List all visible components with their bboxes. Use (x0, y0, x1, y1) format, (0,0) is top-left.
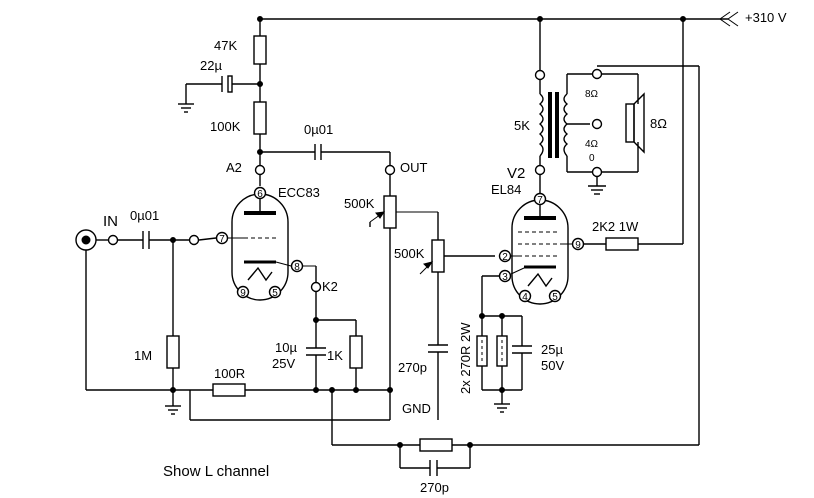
cathode-network: K2 10µ 25V 1K (272, 279, 363, 390)
el84-pin-9: 9 (575, 240, 581, 251)
input-label: IN (103, 213, 118, 230)
tap-4-label: 4Ω (585, 139, 599, 150)
ecc83-label: ECC83 (278, 185, 320, 200)
el84-pin-7: 7 (537, 195, 543, 206)
c-coupling-label: 0µ01 (304, 122, 333, 137)
r-270r-label: 2x 270R 2W (458, 322, 473, 394)
ecc83-pin-5: 5 (272, 288, 278, 299)
r-2k2-label: 2K2 1W (592, 219, 639, 234)
r-100r-label: 100R (214, 366, 245, 381)
c-22u-label: 22µ (200, 58, 222, 73)
speaker-icon: 8Ω (625, 92, 667, 154)
c-input-label: 0µ01 (130, 208, 159, 223)
gnd-label: GND (402, 401, 431, 416)
c-10u-voltage-label: 25V (272, 356, 295, 371)
el84-pin-2: 2 (502, 252, 508, 263)
out-label: OUT (400, 160, 428, 175)
supply-voltage-label: +310 V (745, 10, 787, 25)
el84-pin-5: 5 (552, 292, 558, 303)
r-100k-label: 100K (210, 119, 241, 134)
anode-load: 47K 100K A2 22µ (178, 19, 267, 186)
c-270p-label: 270p (398, 360, 427, 375)
r-1m-label: 1M (134, 348, 152, 363)
el84-cathode-network: 2x 270R 2W 25µ 50V (458, 313, 564, 413)
ecc83-tube: 6 ECC83 7 8 9 5 (215, 185, 320, 301)
input-stage: IN 0µ01 1M (75, 208, 217, 390)
coupling-cap: 0µ01 OUT (257, 122, 428, 196)
speaker-impedance-label: 8Ω (650, 116, 667, 131)
node-k2-label: K2 (322, 279, 338, 294)
tap-0-label: 0 (589, 153, 595, 164)
c-25u-voltage-label: 50V (541, 358, 564, 373)
caption: Show L channel (163, 463, 269, 480)
el84-pin-4: 4 (522, 292, 528, 303)
c-25u-label: 25µ (541, 342, 563, 357)
ground-bus: 100R GND (86, 366, 431, 446)
supply-rail: +310 V (257, 10, 787, 27)
pot-500k-a-label: 500K (344, 196, 375, 211)
ecc83-pin-7: 7 (219, 234, 225, 245)
ecc83-pin-8: 8 (294, 262, 300, 273)
el84-pin-3: 3 (502, 272, 508, 283)
feedback-network: 270p (397, 438, 699, 495)
v2-label: V2 (507, 165, 525, 182)
node-a2-label: A2 (226, 160, 242, 175)
tap-8-label: 8Ω (585, 89, 599, 100)
c-feedback-label: 270p (420, 480, 449, 495)
r-47k-label: 47K (214, 38, 237, 53)
ecc83-pin-6: 6 (257, 189, 263, 200)
el84-tube: V2 EL84 7 9 2K2 1W 2 3 4 5 (481, 19, 684, 316)
r-1k-label: 1K (327, 348, 343, 363)
primary-impedance-label: 5K (514, 118, 530, 133)
c-10u-label: 10µ (275, 340, 297, 355)
el84-label: EL84 (491, 182, 521, 197)
pot-500k-b-label: 500K (394, 246, 425, 261)
volume-pots: 500K 500K 270p (344, 195, 495, 420)
output-transformer: 5K 8Ω 4Ω 0 (514, 19, 700, 445)
ecc83-pin-9: 9 (240, 288, 246, 299)
